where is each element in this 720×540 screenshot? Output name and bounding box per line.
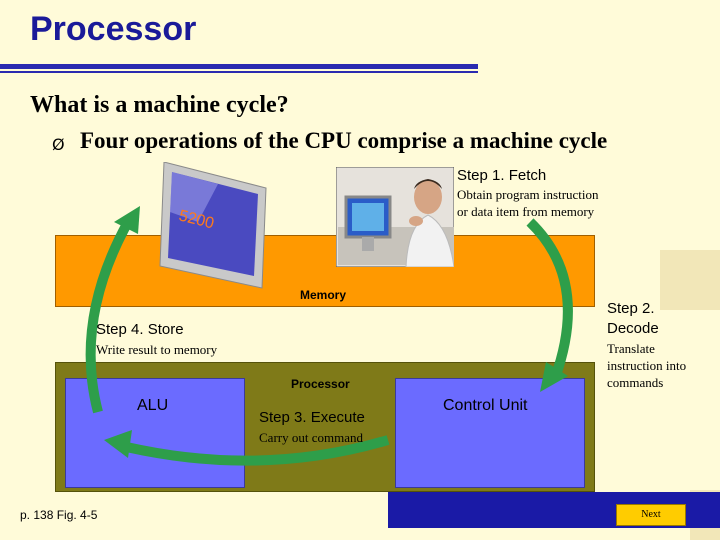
- title-divider-thin: [0, 71, 478, 73]
- arrowhead-memory: [114, 206, 140, 234]
- step4-description: Write result to memory: [96, 342, 218, 357]
- store-to-memory-arrow: [85, 219, 133, 414]
- next-button[interactable]: Next: [616, 504, 686, 526]
- control-unit-label: Control Unit: [443, 397, 528, 414]
- title-divider: [0, 64, 478, 69]
- step3-title: Step 3. Execute: [259, 409, 365, 426]
- step1-title: Step 1. Fetch: [457, 167, 547, 184]
- processor-label: Processor: [291, 377, 350, 391]
- memory-block: [55, 235, 595, 307]
- question-heading: What is a machine cycle?: [30, 92, 289, 118]
- control-unit-block: [395, 378, 585, 488]
- memory-label: Memory: [300, 288, 347, 302]
- step1-description-line1: Obtain program instruction: [457, 187, 599, 202]
- page-title: Processor: [30, 10, 197, 48]
- person-at-computer-photo: [336, 167, 454, 267]
- step4-title: Step 4. Store: [96, 321, 184, 338]
- monitor-illustration: 5200: [159, 162, 267, 289]
- step1-description-line2: or data item from memory: [457, 204, 595, 219]
- fetch-to-decode-arrow: [526, 218, 573, 380]
- execute-to-store-arrow: [120, 435, 390, 466]
- arrowhead-decode: [540, 362, 568, 392]
- bullet-text: Four operations of the CPU comprise a ma…: [80, 128, 608, 153]
- step2-description-line2: instruction into: [607, 358, 687, 373]
- step2-description-line1: Translate: [607, 341, 655, 356]
- arrowhead-store: [104, 430, 132, 458]
- arrow-bullet-icon: Ø: [52, 135, 65, 154]
- step2-title-line2: Decode: [607, 320, 659, 337]
- step2-description-line3: commands: [607, 375, 664, 390]
- step2-title-line1: Step 2.: [607, 300, 655, 317]
- figure-reference: p. 138 Fig. 4-5: [20, 508, 98, 522]
- alu-label: ALU: [137, 397, 169, 414]
- decorative-block: [660, 250, 720, 310]
- step3-description: Carry out command: [259, 430, 363, 445]
